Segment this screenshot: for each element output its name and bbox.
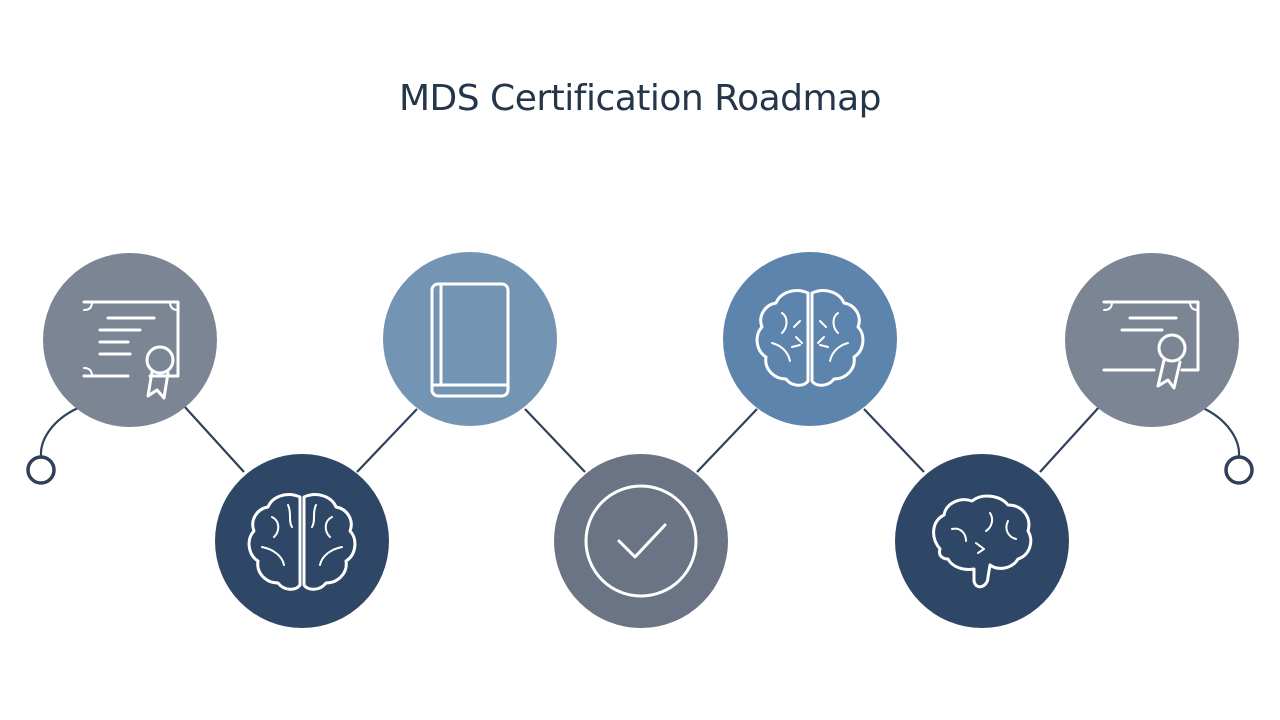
milestone-3-circle [383, 252, 557, 426]
brain-stem-icon [932, 494, 1033, 589]
certificate-icon [1102, 300, 1200, 390]
connector-1-2 [183, 405, 245, 473]
milestone-7-circle [1065, 253, 1239, 427]
milestone-4-circle [554, 454, 728, 628]
milestone-2-circle [215, 454, 389, 628]
milestone-5-circle [723, 252, 897, 426]
connector-5-6 [863, 408, 925, 473]
milestone-7[interactable] [1065, 253, 1239, 427]
book-icon [430, 282, 510, 398]
milestone-1-circle [43, 253, 217, 427]
start-node [26, 455, 56, 485]
end-hook-line [1202, 407, 1241, 457]
connector-3-4 [524, 408, 586, 473]
milestone-1[interactable] [43, 253, 217, 427]
roadmap-connectors [26, 405, 1254, 485]
certificate-icon [82, 300, 180, 400]
page-title: MDS Certification Roadmap [398, 78, 882, 119]
milestone-6-circle [895, 454, 1069, 628]
milestone-2[interactable] [215, 454, 389, 628]
connector-6-7 [1039, 405, 1101, 473]
checkmark-icon [584, 484, 698, 598]
end-node [1224, 455, 1254, 485]
connector-2-3 [356, 408, 418, 473]
connector-4-5 [696, 408, 758, 473]
milestone-6[interactable] [895, 454, 1069, 628]
milestone-5[interactable] [723, 252, 897, 426]
brain-icon [247, 493, 357, 591]
milestone-4[interactable] [554, 454, 728, 628]
start-hook-line [39, 407, 79, 457]
brain-icon [755, 289, 865, 387]
milestone-3[interactable] [383, 252, 557, 426]
